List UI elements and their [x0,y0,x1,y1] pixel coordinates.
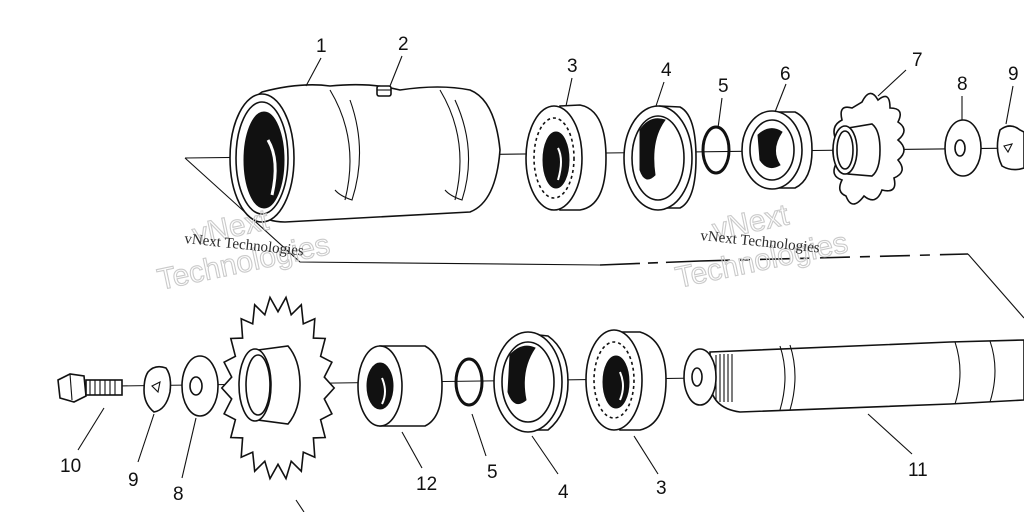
callout-11: 11 [908,460,928,481]
bolt [57,373,123,403]
o-ring-lower [454,357,484,407]
callout-3-upper: 3 [567,56,578,77]
callout-6: 6 [780,64,791,85]
callout-4-lower: 4 [558,482,569,503]
callout-10: 10 [60,456,81,477]
bearing-lower [585,329,667,431]
leader-lines [77,55,1014,512]
callout-8-upper: 8 [957,74,968,95]
lock-washer-lower [143,365,172,413]
callout-8-lower: 8 [173,484,184,505]
seal-lower [493,331,569,433]
callout-2: 2 [398,34,409,55]
callout-3-lower: 3 [656,478,667,499]
small-sprocket [832,92,905,205]
callout-4-upper: 4 [661,60,672,81]
housing-part [229,83,501,223]
callout-5-lower: 5 [487,462,498,483]
dash-line-right [699,253,969,262]
o-ring-upper [701,125,731,175]
callout-labels: 1 2 3 4 5 6 7 8 9 10 9 8 12 5 4 3 11 [60,34,1019,505]
grease-fitting-icon [376,85,392,97]
callout-1: 1 [316,36,327,57]
lock-washer-upper [996,125,1024,171]
callout-7: 7 [912,50,923,71]
spacer-lower [357,345,443,427]
callout-9-lower: 9 [128,470,139,491]
seal-upper [623,105,697,211]
callout-12: 12 [416,474,437,495]
dash-line [599,260,701,266]
shaft [683,339,1024,413]
large-sprocket [220,295,336,481]
washer-lower [181,355,219,417]
bearing-upper [525,104,607,211]
callout-5-upper: 5 [718,76,729,97]
washer-upper [944,119,982,177]
watermark-right: vNext Technologies vNext Technologies [672,198,851,295]
callout-9-upper: 9 [1008,64,1019,85]
connector-line-right [967,253,1024,319]
connector-line [184,157,601,266]
spacer-upper [741,110,813,190]
